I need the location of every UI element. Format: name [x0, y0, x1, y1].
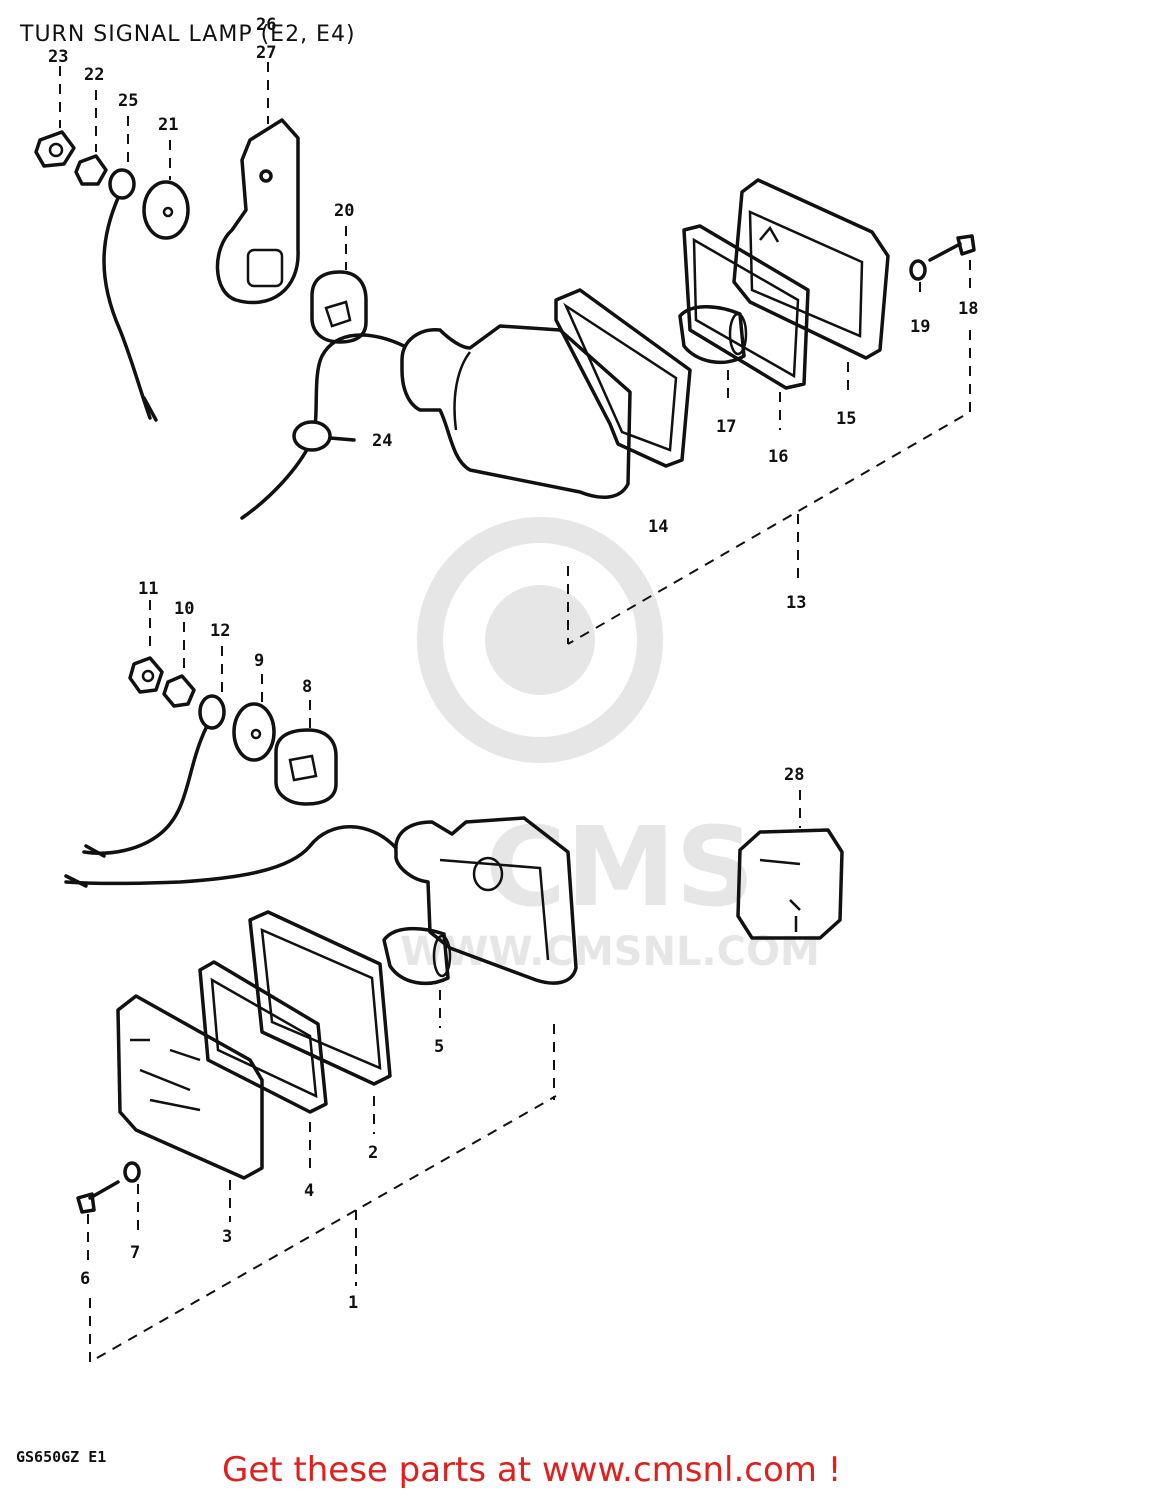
part-18-screw[interactable] — [928, 234, 976, 262]
callout-12: 12 — [210, 621, 230, 641]
part-6-screw[interactable] — [76, 1180, 120, 1214]
part-8-grommet[interactable] — [274, 728, 338, 806]
callout-14: 14 — [648, 517, 668, 537]
part-12-lead-wire[interactable] — [82, 694, 226, 858]
callout-7: 7 — [130, 1243, 140, 1263]
cta-link[interactable]: Get these parts at www.cmsnl.com ! — [222, 1450, 842, 1490]
callout-11: 11 — [138, 579, 158, 599]
callout-28: 28 — [784, 765, 804, 785]
part-26-27-bracket[interactable] — [215, 118, 300, 305]
part-24-wire-clamp[interactable] — [240, 333, 406, 520]
callout-15: 15 — [836, 409, 856, 429]
lower-signal-wire[interactable] — [64, 825, 398, 888]
callout-13: 13 — [786, 593, 806, 613]
callout-1: 1 — [348, 1293, 358, 1313]
callout-20: 20 — [334, 201, 354, 221]
part-3-lens[interactable] — [116, 994, 264, 1180]
callout-22: 22 — [84, 65, 104, 85]
part-11-nut[interactable] — [128, 656, 164, 694]
callout-23: 23 — [48, 47, 68, 67]
callout-27: 27 — [256, 43, 276, 63]
part-25-lead-wire[interactable] — [102, 168, 158, 422]
part-gasket-upper[interactable] — [554, 288, 692, 468]
part-7-washer[interactable] — [123, 1161, 141, 1183]
part-28-relay[interactable] — [736, 828, 844, 940]
callout-4: 4 — [304, 1181, 314, 1201]
page-title: TURN SIGNAL LAMP (E2, E4) — [20, 22, 356, 47]
part-10-washer[interactable] — [162, 674, 196, 708]
callout-9: 9 — [254, 651, 264, 671]
leader-lines-upper — [59, 62, 971, 645]
callout-6: 6 — [80, 1269, 90, 1289]
part-4-lens-gasket[interactable] — [198, 960, 328, 1114]
callout-8: 8 — [302, 677, 312, 697]
callout-19: 19 — [910, 317, 930, 337]
part-15-lens[interactable] — [732, 178, 890, 360]
callout-18: 18 — [958, 299, 978, 319]
cms-watermark: CMS WWW.CMSNL.COM — [400, 517, 820, 975]
part-22-washer[interactable] — [74, 154, 108, 186]
callout-5: 5 — [434, 1037, 444, 1057]
callout-16: 16 — [768, 447, 788, 467]
callout-10: 10 — [174, 599, 194, 619]
part-16-lens-gasket[interactable] — [682, 224, 810, 390]
callout-26: 26 — [256, 15, 276, 35]
part-21-washer[interactable] — [142, 180, 190, 240]
model-code: GS650GZ E1 — [16, 1448, 107, 1466]
part-20-grommet[interactable] — [310, 270, 368, 344]
callout-25: 25 — [118, 91, 138, 111]
part-9-washer[interactable] — [232, 702, 276, 762]
callout-3: 3 — [222, 1227, 232, 1247]
callout-2: 2 — [368, 1143, 378, 1163]
part-1-lamp-housing[interactable] — [394, 816, 578, 985]
part-23-nut[interactable] — [34, 130, 76, 168]
callout-17: 17 — [716, 417, 736, 437]
part-14-lamp-housing[interactable] — [400, 324, 632, 499]
part-19-washer[interactable] — [909, 259, 927, 281]
part-2-gasket[interactable] — [248, 910, 392, 1086]
part-5-bulb[interactable] — [382, 926, 452, 986]
callout-24: 24 — [372, 431, 392, 451]
callout-21: 21 — [158, 115, 178, 135]
leader-lines-lower — [87, 600, 801, 1364]
